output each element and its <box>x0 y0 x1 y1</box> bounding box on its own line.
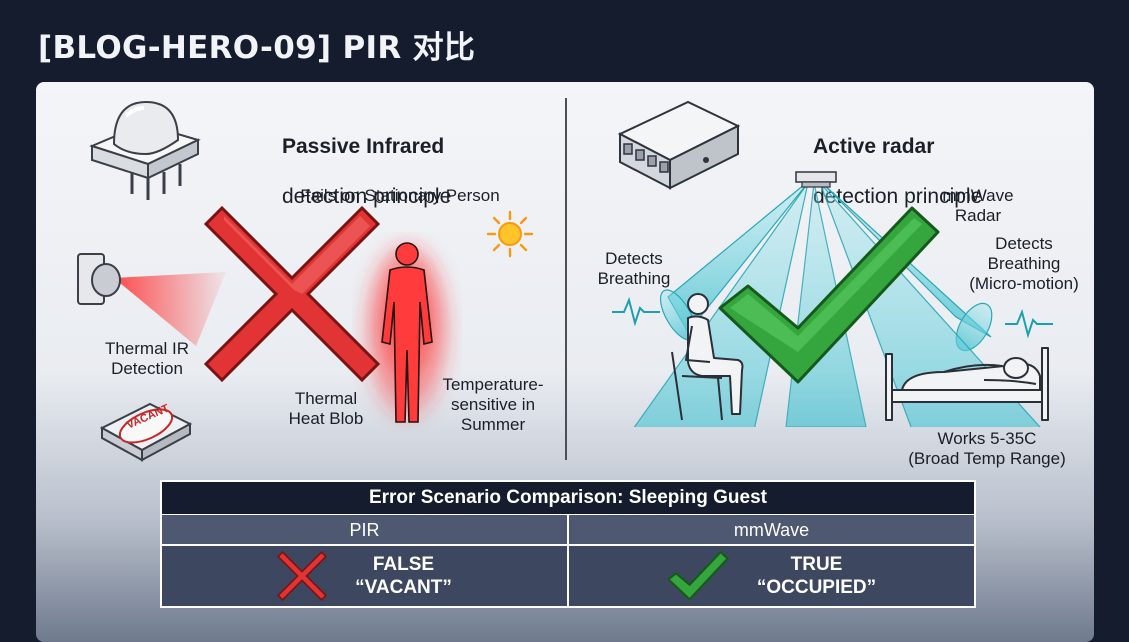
thermal-ir-label: Thermal IR Detection <box>104 339 190 378</box>
sleeping-person-icon <box>885 347 1049 421</box>
red-cross-icon <box>203 205 381 383</box>
heat-blob-label: Thermal Heat Blob <box>288 389 364 428</box>
vacant-device-icon <box>99 402 193 462</box>
radar-heading: Active radar detection principle <box>813 109 982 209</box>
mmwave-result-text: TRUE “OCCUPIED” <box>756 554 877 598</box>
pir-result-text: FALSE “VACANT” <box>355 554 452 598</box>
panel-divider <box>565 98 567 460</box>
pir-heading-sub: detection principle <box>282 185 452 208</box>
heat-body-icon <box>365 242 449 423</box>
pir-result-cell: FALSE “VACANT” <box>162 544 569 606</box>
column-mmwave: mmWave <box>569 514 974 544</box>
page-title: [BLOG-HERO-09] PIR 对比 <box>38 30 476 66</box>
seated-person-icon <box>671 293 744 421</box>
green-check-icon <box>718 206 940 384</box>
heartbeat-wave-icon <box>612 296 660 326</box>
comparison-header-row: PIR mmWave <box>162 514 974 544</box>
detects-breathing-right-label: Detects Breathing (Micro-motion) <box>969 234 1079 293</box>
comparison-table: Error Scenario Comparison: Sleeping Gues… <box>160 480 976 608</box>
comparison-result-row: FALSE “VACANT” TRUE “OCCUPIED” <box>162 544 974 606</box>
radar-emitter-icon <box>795 171 837 188</box>
small-red-cross-icon <box>277 551 328 601</box>
temp-sensitive-label: Temperature- sensitive in Summer <box>442 375 544 434</box>
radar-heading-bold: Active radar <box>813 135 935 158</box>
mmwave-result-cell: TRUE “OCCUPIED” <box>569 544 974 606</box>
works-range-label: Works 5-35C (Broad Temp Range) <box>908 429 1066 468</box>
small-green-check-icon <box>667 551 729 601</box>
pir-sensor-icon <box>89 100 201 200</box>
fails-label: Fails on Stationary Person <box>300 186 500 205</box>
heartbeat-wave-icon <box>1005 308 1053 338</box>
radar-chip-icon <box>617 100 741 190</box>
pir-heading: Passive Infrared detection principle <box>282 109 451 209</box>
mmwave-radar-label: mmWave Radar <box>942 186 1014 225</box>
sun-icon <box>486 210 534 258</box>
wall-sensor-icon <box>77 253 226 346</box>
comparison-title: Error Scenario Comparison: Sleeping Gues… <box>162 482 974 514</box>
comparison-panel: Passive Infrared detection principle The… <box>36 82 1094 642</box>
column-pir: PIR <box>162 514 569 544</box>
detects-breathing-left-label: Detects Breathing <box>597 249 671 288</box>
pir-heading-bold: Passive Infrared <box>282 135 445 158</box>
